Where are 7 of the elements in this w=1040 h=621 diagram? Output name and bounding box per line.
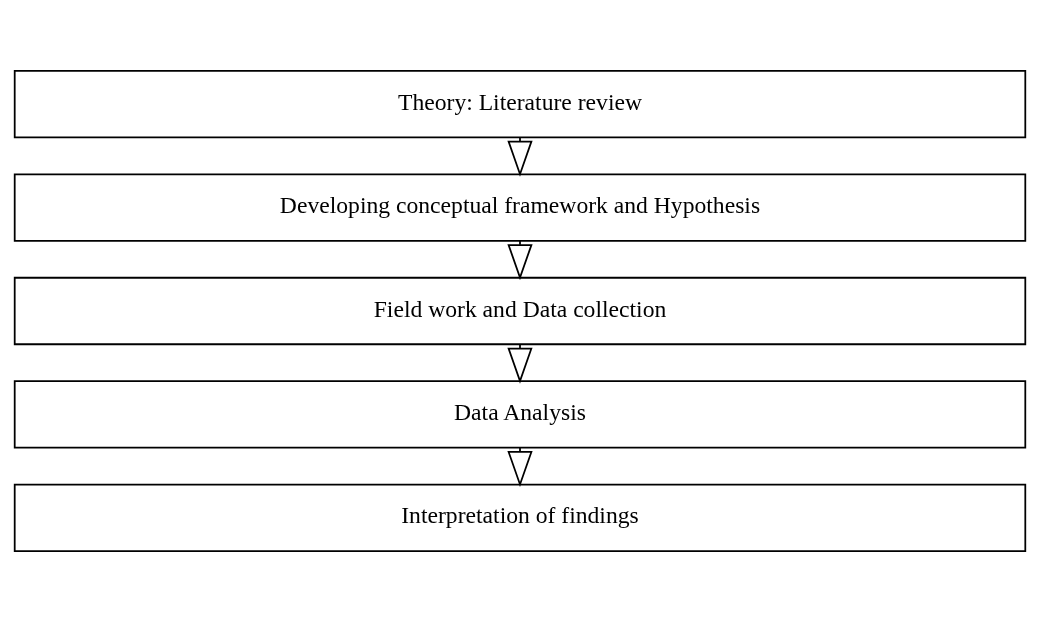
- node-box: Data Analysis: [13, 379, 1027, 449]
- node-box: Developing conceptual framework and Hypothesis: [13, 172, 1027, 242]
- node-box: Interpretation of findings: [13, 483, 1027, 552]
- node-box: Theory: Literature review: [13, 69, 1027, 138]
- arrow: [507, 342, 533, 384]
- arrow: [507, 136, 533, 177]
- node-box: Field work and Data collection: [13, 276, 1027, 345]
